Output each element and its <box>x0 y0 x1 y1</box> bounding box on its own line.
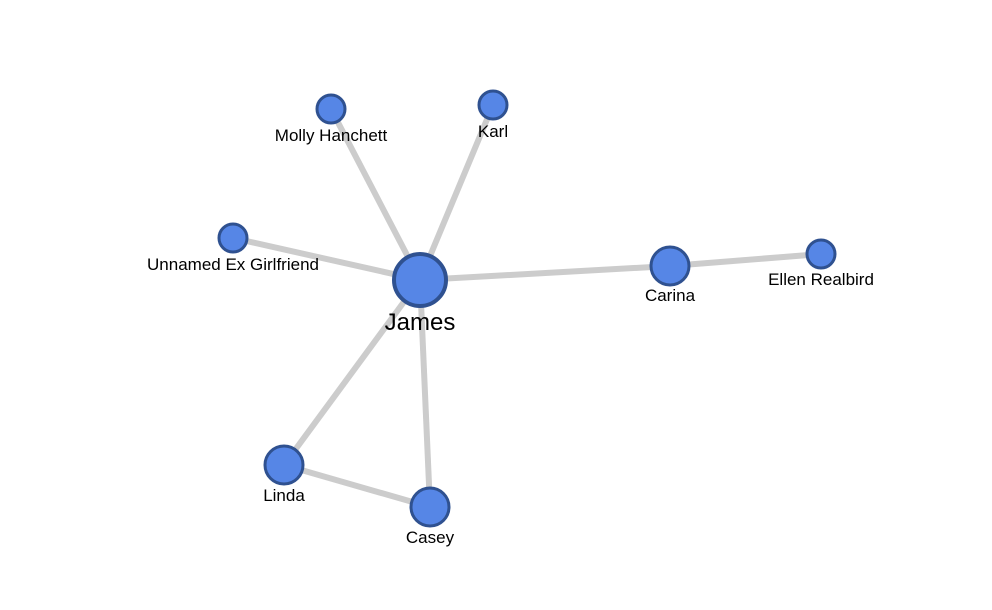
node-label: Ellen Realbird <box>768 270 874 289</box>
node-carina[interactable]: Carina <box>645 245 696 305</box>
node-molly[interactable]: Molly Hanchett <box>275 93 388 145</box>
node-james[interactable]: James <box>385 252 456 336</box>
node-circle[interactable] <box>217 222 249 254</box>
edges-layer <box>232 103 822 510</box>
edge-james-unnamed <box>232 235 421 283</box>
node-circle[interactable] <box>263 444 305 486</box>
node-circle[interactable] <box>649 245 691 287</box>
node-label: Carina <box>645 286 696 305</box>
edge-james-linda <box>281 278 423 467</box>
node-ellen[interactable]: Ellen Realbird <box>768 238 874 289</box>
edge-james-carina <box>419 263 671 283</box>
node-label: Linda <box>263 486 305 505</box>
edge-carina-ellen <box>669 251 822 269</box>
node-circle[interactable] <box>409 486 451 528</box>
node-karl[interactable]: Karl <box>477 89 509 141</box>
edge-james-karl <box>417 103 496 282</box>
node-circle[interactable] <box>805 238 837 270</box>
node-linda[interactable]: Linda <box>263 444 305 505</box>
node-casey[interactable]: Casey <box>406 486 455 547</box>
edge-linda-casey <box>283 462 431 510</box>
edge-james-molly <box>328 107 423 282</box>
node-label: Casey <box>406 528 455 547</box>
node-unnamed[interactable]: Unnamed Ex Girlfriend <box>147 222 319 274</box>
node-circle[interactable] <box>477 89 509 121</box>
edge-james-casey <box>417 279 433 508</box>
node-label: Unnamed Ex Girlfriend <box>147 255 319 274</box>
node-label: James <box>385 309 456 336</box>
node-label: Molly Hanchett <box>275 126 388 145</box>
node-circle[interactable] <box>315 93 347 125</box>
node-circle[interactable] <box>392 252 448 308</box>
node-label: Karl <box>478 122 508 141</box>
